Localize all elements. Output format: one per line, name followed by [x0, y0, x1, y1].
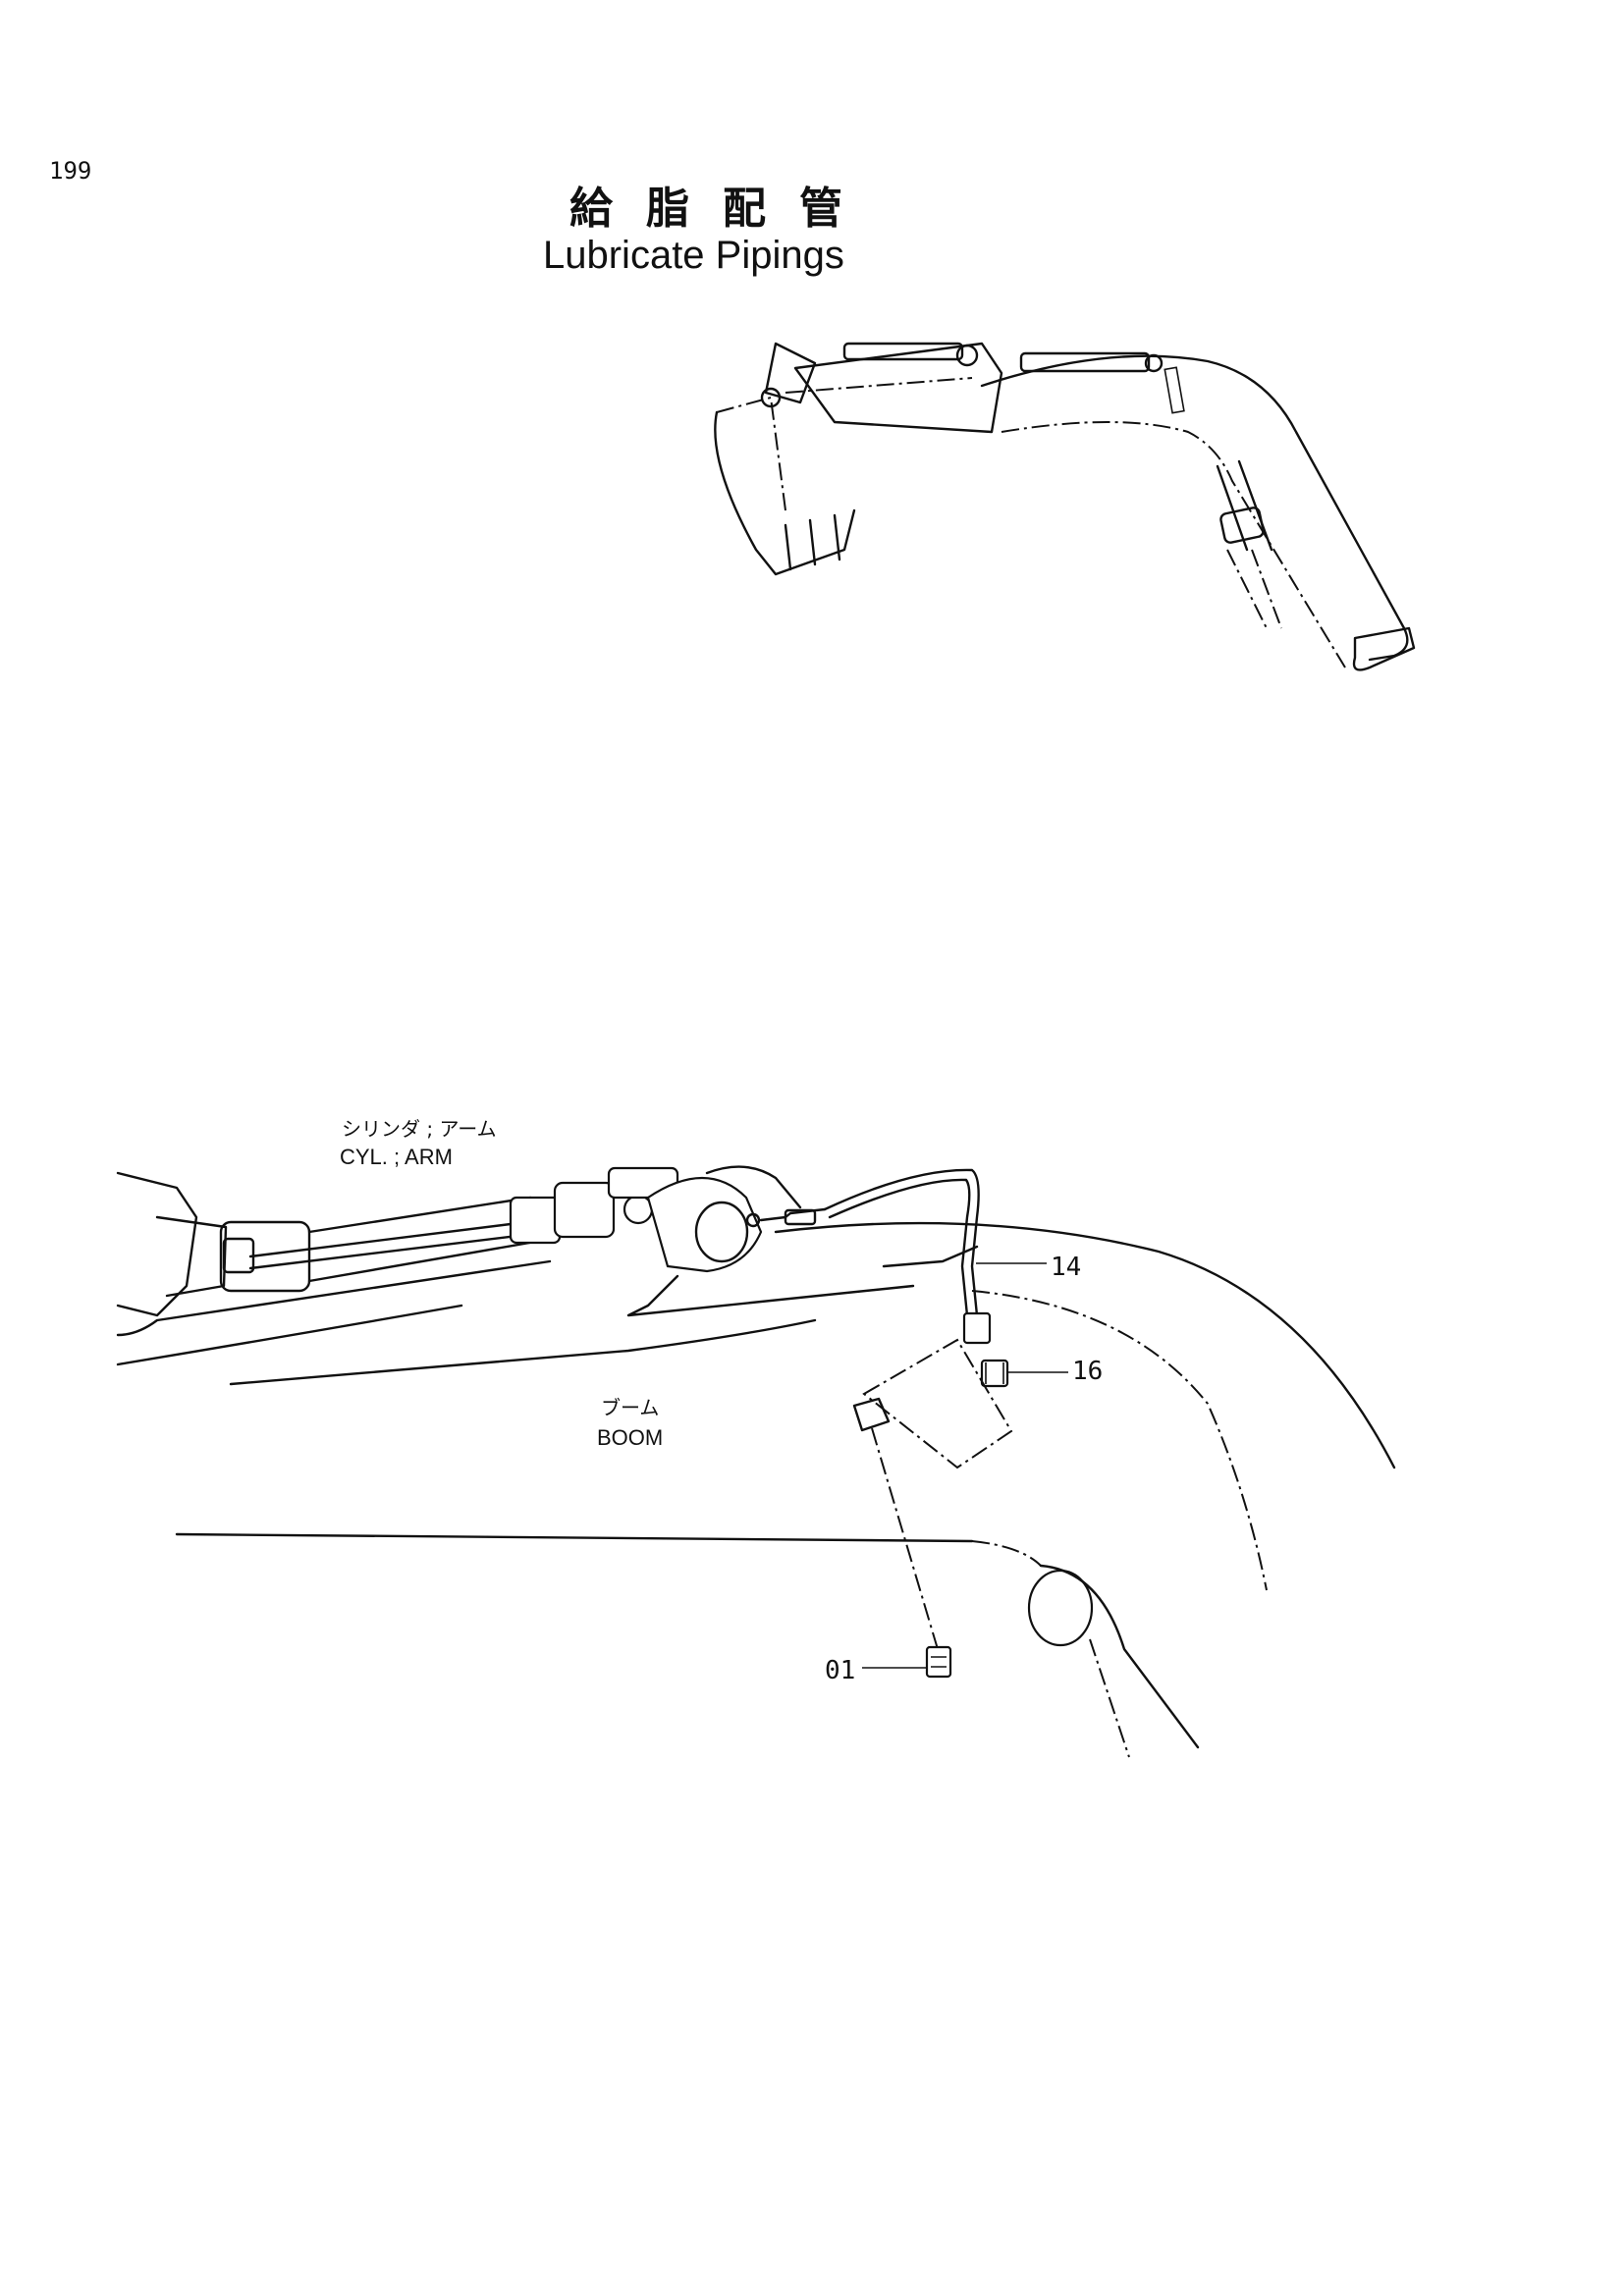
callout-01: 01: [825, 1656, 856, 1685]
boom-label-english: BOOM: [597, 1425, 664, 1450]
callout-14: 14: [1051, 1253, 1082, 1282]
page-number: 199: [49, 157, 92, 185]
arm-cylinder-label-english: CYL. ; ARM: [340, 1145, 453, 1169]
page-title-english: Lubricate Pipings: [543, 234, 844, 277]
callout-16: 16: [1072, 1357, 1104, 1386]
arm-cylinder-label-japanese: シリンダ ; アーム: [342, 1117, 497, 1141]
page-title-japanese: 給脂配管: [569, 184, 876, 234]
boom-label-japanese: ブーム: [601, 1396, 660, 1419]
